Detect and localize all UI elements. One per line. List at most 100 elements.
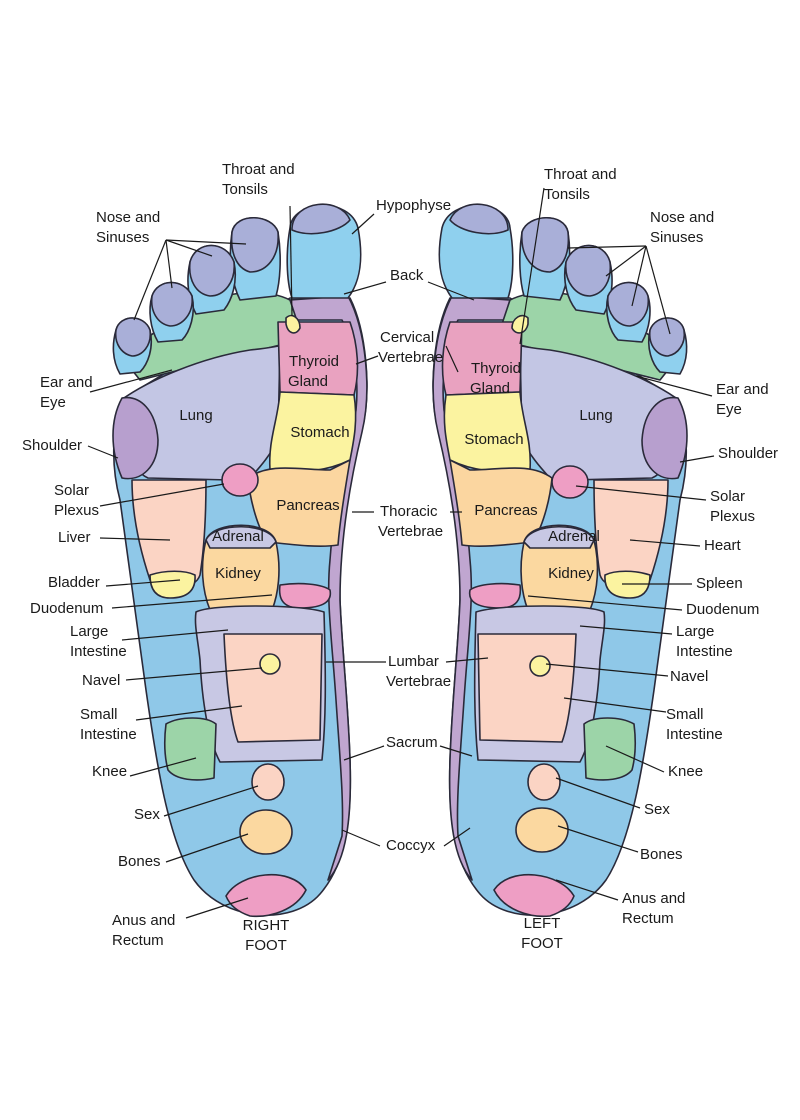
right-ear-label-2: Eye xyxy=(40,394,66,411)
left-thyroid-label-1: Thyroid xyxy=(471,360,521,377)
left-sex-zone xyxy=(527,763,561,801)
left-pancreas-label: Pancreas xyxy=(474,502,537,519)
left-kidney-label: Kidney xyxy=(548,565,594,582)
right-bones-zone xyxy=(239,809,293,855)
left-ear-label-2: Eye xyxy=(716,401,742,418)
right-foot: Lung Thyroid Gland Stomach Pancreas Adre… xyxy=(112,203,368,918)
right-sex-label: Sex xyxy=(134,806,160,823)
left-duodenum-label: Duodenum xyxy=(686,601,759,618)
right-kidney-label: Kidney xyxy=(215,565,261,582)
left-bones-zone xyxy=(515,807,569,853)
thoracic-label-1: Thoracic xyxy=(380,503,438,520)
left-solar-label-1: Solar xyxy=(710,488,745,505)
left-shoulder-zone xyxy=(641,396,688,480)
left-toe-4-tip xyxy=(607,281,650,327)
left-solar-label-2: Plexus xyxy=(710,508,755,525)
left-knee-label: Knee xyxy=(668,763,703,780)
right-small-intestine-zone xyxy=(223,633,323,743)
left-throat-label-1: Throat and xyxy=(544,166,617,183)
right-stomach-label: Stomach xyxy=(290,424,349,441)
thoracic-label-2: Vertebrae xyxy=(378,523,443,540)
right-toes xyxy=(112,203,362,375)
right-pancreas-label: Pancreas xyxy=(276,497,339,514)
left-foot-labels: Throat and Tonsils Nose and Sinuses Ear … xyxy=(521,166,778,952)
back-label: Back xyxy=(390,267,424,284)
right-solar-label-2: Plexus xyxy=(54,502,99,519)
left-navel-zone xyxy=(529,655,551,677)
coccyx-label: Coccyx xyxy=(386,837,436,854)
left-foot-caption-1: LEFT xyxy=(524,915,561,932)
left-throat-label-2: Tonsils xyxy=(544,186,590,203)
hypophyse-label: Hypophyse xyxy=(376,197,451,214)
right-toe-3-tip xyxy=(188,244,235,297)
left-nose-label-1: Nose and xyxy=(650,209,714,226)
left-foot-zone-labels: Lung Thyroid Gland Stomach Pancreas Adre… xyxy=(464,360,612,582)
right-knee-label: Knee xyxy=(92,763,127,780)
cervical-label-1: Cervical xyxy=(380,329,434,346)
right-anus-label-1: Anus and xyxy=(112,912,175,929)
left-ear-label-1: Ear and xyxy=(716,381,769,398)
left-large-label-1: Large xyxy=(676,623,714,640)
right-navel-zone xyxy=(259,653,281,675)
left-nose-label-2: Sinuses xyxy=(650,229,703,246)
left-lung-label: Lung xyxy=(579,407,612,424)
left-foot-caption-2: FOOT xyxy=(521,935,563,952)
sacrum-label: Sacrum xyxy=(386,734,438,751)
right-duodenum-label: Duodenum xyxy=(30,600,103,617)
right-nose-label-1: Nose and xyxy=(96,209,160,226)
left-adrenal-zone xyxy=(523,525,595,549)
right-duodenum-zone xyxy=(278,582,332,609)
right-throat-label-2: Tonsils xyxy=(222,181,268,198)
left-toes xyxy=(438,203,688,375)
right-adrenal-zone xyxy=(205,525,277,549)
right-large-label-1: Large xyxy=(70,623,108,640)
left-knee-zone xyxy=(583,717,637,781)
right-ear-label-1: Ear and xyxy=(40,374,93,391)
right-big-toe-tip xyxy=(291,203,351,235)
center-labels: Hypophyse Back Cervical Vertebrae Thorac… xyxy=(376,197,451,854)
right-bones-label: Bones xyxy=(118,853,161,870)
right-foot-caption-1: RIGHT xyxy=(243,917,290,934)
right-solar-label-1: Solar xyxy=(54,482,89,499)
right-thyroid-label-2: Gland xyxy=(288,373,328,390)
left-sex-label: Sex xyxy=(644,801,670,818)
left-shoulder-label: Shoulder xyxy=(718,445,778,462)
right-large-label-2: Intestine xyxy=(70,643,127,660)
right-navel-label: Navel xyxy=(82,672,120,689)
lumbar-label-1: Lumbar xyxy=(388,653,439,670)
right-toe-4-tip xyxy=(150,281,193,327)
right-adrenal-label: Adrenal xyxy=(212,528,264,545)
right-knee-zone xyxy=(163,717,217,781)
left-anus-label-2: Rectum xyxy=(622,910,674,927)
left-foot xyxy=(432,203,688,918)
left-adrenal-label: Adrenal xyxy=(548,528,600,545)
left-spleen-label: Spleen xyxy=(696,575,743,592)
left-spleen-zone xyxy=(604,570,651,599)
right-throat-label-1: Throat and xyxy=(222,161,295,178)
left-big-toe-tip xyxy=(449,203,509,235)
right-bladder-label: Bladder xyxy=(48,574,100,591)
left-heart-label: Heart xyxy=(704,537,742,554)
left-large-label-2: Intestine xyxy=(676,643,733,660)
cervical-label-2: Vertebrae xyxy=(378,349,443,366)
right-small-label-2: Intestine xyxy=(80,726,137,743)
right-liver-label: Liver xyxy=(58,529,91,546)
left-small-label-1: Small xyxy=(666,706,704,723)
left-stomach-label: Stomach xyxy=(464,431,523,448)
right-anus-rectum-zone xyxy=(225,873,307,918)
left-thyroid-label-2: Gland xyxy=(470,380,510,397)
left-duodenum-zone xyxy=(468,582,522,609)
left-small-intestine-zone xyxy=(477,633,577,743)
right-nose-label-2: Sinuses xyxy=(96,229,149,246)
right-lung-label: Lung xyxy=(179,407,212,424)
right-bladder-zone xyxy=(149,570,196,599)
right-foot-caption-2: FOOT xyxy=(245,937,287,954)
left-solar-plexus-zone xyxy=(551,465,589,499)
right-shoulder-label: Shoulder xyxy=(22,437,82,454)
left-anus-rectum-zone xyxy=(493,873,575,918)
right-toe-5-tip xyxy=(114,317,152,357)
right-small-label-1: Small xyxy=(80,706,118,723)
leader-lines xyxy=(87,187,715,919)
lumbar-label-2: Vertebrae xyxy=(386,673,451,690)
